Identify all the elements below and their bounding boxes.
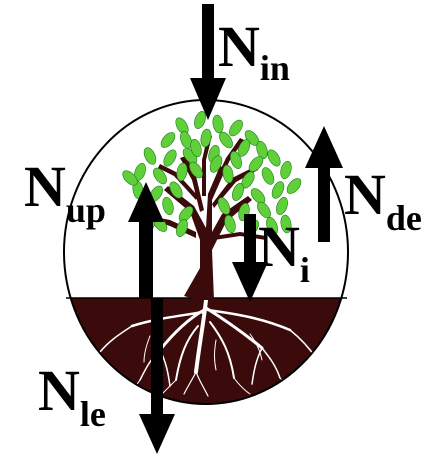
leaf (200, 128, 213, 147)
label-n-in: Nin (218, 14, 290, 88)
label-n-i: Ni (258, 214, 310, 290)
label-n-up: Nup (24, 154, 106, 230)
leaf (260, 166, 277, 187)
leaf (174, 218, 190, 238)
leaf (212, 114, 225, 133)
leaf (284, 176, 303, 196)
leaf (279, 160, 293, 180)
leaf (265, 148, 283, 169)
label-n-de: Nde (344, 162, 422, 238)
label-n-le: Nle (38, 358, 106, 434)
leaf (142, 146, 159, 167)
arrow-n-up (128, 182, 164, 298)
leaf (161, 196, 175, 216)
leaf (158, 130, 177, 150)
leaf (161, 148, 179, 169)
arrow-n-de (305, 126, 343, 242)
leaf (227, 118, 246, 138)
